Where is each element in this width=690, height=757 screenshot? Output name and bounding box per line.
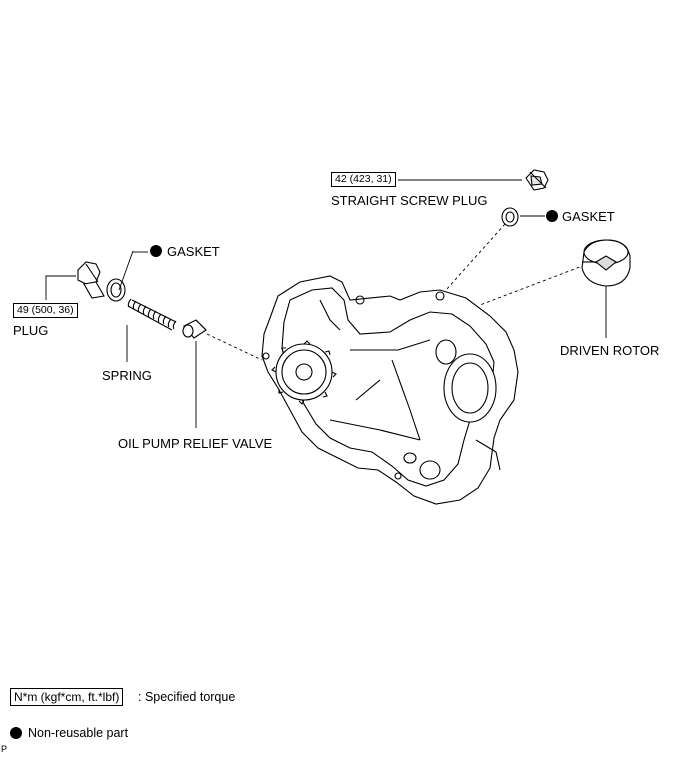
- gasket-right-label: GASKET: [562, 209, 615, 224]
- plug-label: PLUG: [13, 323, 49, 338]
- gasket-left-label: GASKET: [167, 244, 220, 259]
- straight-screw-plug-label: STRAIGHT SCREW PLUG: [331, 193, 488, 208]
- spring-art: [127, 298, 177, 331]
- straight-screw-plug-art: [525, 169, 549, 191]
- leader-lines: [45, 179, 607, 428]
- non-reusable-icon: [10, 727, 22, 739]
- alignment-lines: [206, 223, 586, 361]
- legend-torque-box: N*m (kgf*cm, ft.*lbf): [10, 688, 124, 706]
- footer-mark: P: [1, 744, 8, 754]
- relief-valve-art: [182, 319, 207, 339]
- relief-valve-label: OIL PUMP RELIEF VALVE: [118, 436, 273, 451]
- non-reusable-icon: [546, 210, 558, 222]
- straight-screw-plug-torque: 42 (423, 31): [331, 172, 396, 187]
- oil-pump-housing-art: [261, 275, 519, 505]
- driven-rotor-art: [581, 239, 631, 287]
- plug-art: [77, 261, 105, 299]
- gasket-left-art: [106, 278, 126, 302]
- gasket-right-art: [501, 207, 519, 227]
- spring-label: SPRING: [102, 368, 152, 383]
- non-reusable-icon: [150, 245, 162, 257]
- plug-torque: 49 (500, 36): [13, 303, 78, 318]
- driven-rotor-label: DRIVEN ROTOR: [560, 343, 660, 358]
- legend-torque-desc: : Specified torque: [138, 690, 236, 704]
- legend-nonreusable-desc: Non-reusable part: [28, 726, 129, 740]
